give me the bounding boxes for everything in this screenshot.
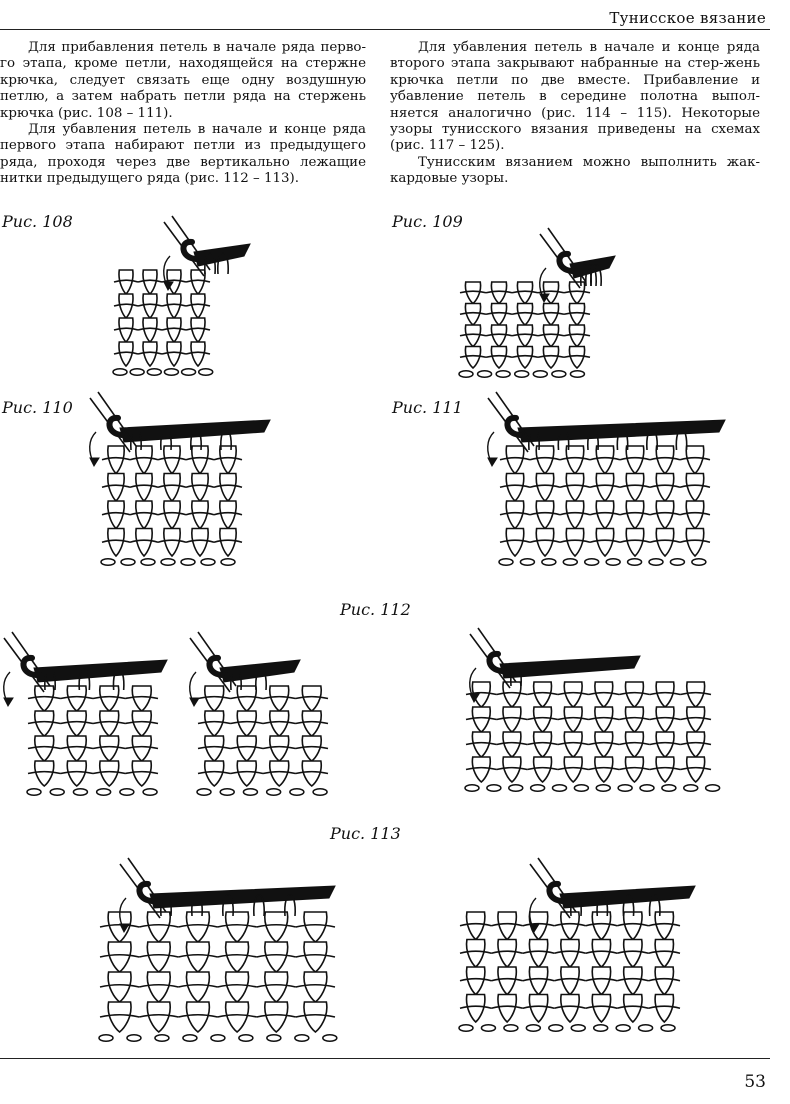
figure-113b-illustration bbox=[430, 857, 696, 1040]
paragraph: Для убавления петель в начале и конце ря… bbox=[390, 40, 760, 154]
caption-fig109: Рис. 109 bbox=[392, 212, 463, 231]
figure-112a-illustration bbox=[3, 622, 172, 797]
figure-109-illustration bbox=[450, 212, 616, 378]
caption-fig113: Рис. 113 bbox=[330, 824, 401, 843]
paragraph: Для убавления петель в начале и конце ря… bbox=[0, 122, 366, 187]
right-text-column: Для убавления петель в начале и конце ря… bbox=[390, 40, 760, 188]
caption-fig108: Рис. 108 bbox=[2, 212, 73, 231]
figure-112c-illustration bbox=[430, 622, 721, 802]
left-text-column: Для прибавления петель в начале ряда пер… bbox=[0, 40, 366, 188]
figure-111-illustration bbox=[420, 391, 726, 568]
paragraph: Для прибавления петель в начале ряда пер… bbox=[0, 40, 366, 121]
figure-110-illustration bbox=[80, 391, 271, 568]
figure-108-illustration bbox=[100, 215, 251, 378]
footer-rule bbox=[0, 1058, 770, 1059]
caption-fig112: Рис. 112 bbox=[340, 600, 411, 619]
caption-fig111: Рис. 111 bbox=[392, 398, 463, 417]
header-rule bbox=[0, 29, 770, 30]
figure-113a-illustration bbox=[80, 857, 340, 1050]
page-number: 53 bbox=[744, 1072, 766, 1092]
paragraph: Тунисским вязанием можно выполнить жак-к… bbox=[390, 154, 760, 187]
caption-fig110: Рис. 110 bbox=[2, 398, 73, 417]
running-head: Тунисское вязание bbox=[609, 9, 766, 27]
figure-112b-illustration bbox=[189, 622, 340, 797]
